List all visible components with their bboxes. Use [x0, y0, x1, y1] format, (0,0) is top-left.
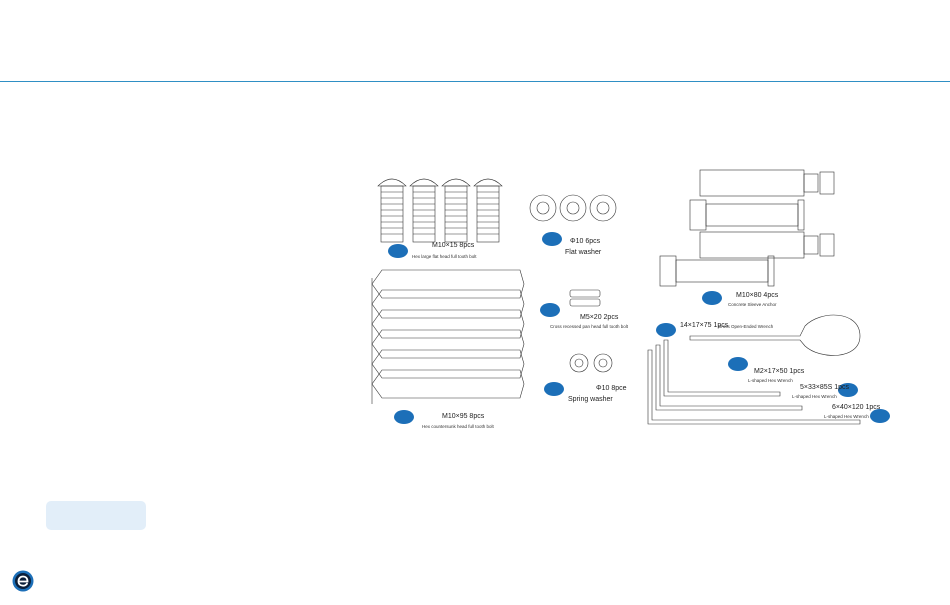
- e-logo-icon: [12, 570, 34, 592]
- part-2-spec: Φ10 6pcs: [570, 238, 601, 245]
- part-6-badge: [702, 291, 722, 305]
- part-10-desc: L-shaped Hex Wrench: [824, 414, 869, 419]
- part-6-desc: Concrete Sleeve Anchor: [728, 302, 777, 307]
- part-9-desc: L-shaped Hex Wrench: [792, 394, 837, 399]
- part-8-badge: [728, 357, 748, 371]
- header-divider: [0, 81, 950, 82]
- part-1-badge: [388, 244, 408, 258]
- part-3-desc: Cross recessed pan head full tooth bolt: [550, 324, 629, 329]
- wrenches-graphic: [647, 314, 861, 425]
- sleeve-anchors-graphic: [659, 169, 835, 287]
- part-5-badge: [394, 410, 414, 424]
- hardware-parts-diagram: M10×15 8pcs Hex large flat head full too…: [360, 160, 900, 440]
- part-3-spec: M5×20 2pcs: [580, 314, 619, 321]
- part-4-spec: Φ10 8pce: [596, 385, 627, 392]
- part-2-badge: [542, 232, 562, 246]
- part-10-badge: [870, 409, 890, 423]
- parts-illustration: [371, 169, 861, 425]
- part-5-desc: Hex countersunk head full tooth bolt: [422, 424, 494, 429]
- spring-washers-graphic: [569, 353, 613, 373]
- part-8-spec: M2×17×50 1pcs: [754, 368, 805, 375]
- action-button[interactable]: [46, 501, 146, 530]
- part-1-spec: M10×15 8pcs: [432, 242, 475, 249]
- part-9-spec: 5×33×85S 1pcs: [800, 384, 850, 391]
- part-1-desc: Hex large flat head full tooth bolt: [412, 254, 477, 259]
- flat-head-bolts-graphic: [377, 178, 503, 243]
- flat-washers-graphic: [529, 194, 617, 222]
- part-7-badge: [656, 323, 676, 337]
- part-3-badge: [540, 303, 560, 317]
- part-4-desc: Spring washer: [568, 396, 613, 403]
- part-8-desc: L-shaped Hex Wrench: [748, 378, 793, 383]
- pan-head-bolts-graphic: [569, 289, 601, 307]
- part-10-spec: 6×40×120 1pcs: [832, 404, 881, 411]
- part-7-spec: 14×17×75 1pcs: [680, 322, 729, 329]
- part-5-spec: M10×95 8pcs: [442, 413, 485, 420]
- part-2-desc: Flat washer: [565, 249, 602, 256]
- part-6-spec: M10×80 4pcs: [736, 292, 779, 299]
- part-7-desc: Cross Open-Ended Wrench: [718, 324, 774, 329]
- countersunk-bolts-graphic: [371, 269, 525, 404]
- part-9-badge: [838, 383, 858, 397]
- part-4-badge: [544, 382, 564, 396]
